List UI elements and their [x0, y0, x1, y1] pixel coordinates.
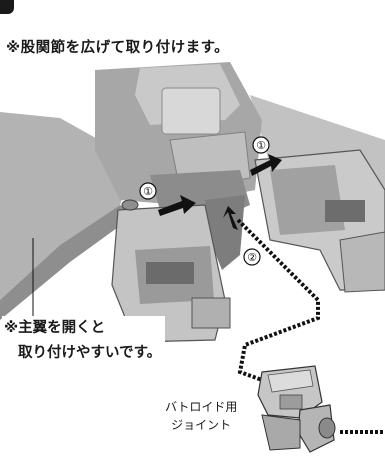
step1-left-circle — [139, 182, 157, 200]
step1-right-arrow — [250, 154, 282, 176]
corner-tab — [0, 0, 14, 14]
joint-label-line1: バトロイド用 — [165, 400, 238, 414]
left-wing-edge — [0, 205, 135, 320]
joint-label: バトロイド用 ジョイント — [165, 398, 237, 434]
step2-arrow — [223, 206, 238, 230]
step2-circle — [243, 248, 261, 266]
step2-number: ② — [247, 251, 257, 264]
step1-left-arrow — [158, 195, 196, 216]
left-leg-slot — [146, 262, 194, 284]
right-leg-foot — [339, 231, 385, 293]
right-leg-slot — [325, 200, 365, 222]
connector-line — [236, 218, 320, 382]
joint-label-line2: ジョイント — [171, 418, 232, 432]
left-leg-foot — [191, 297, 231, 329]
step1-left-number: ① — [143, 185, 153, 198]
instruction-heading: ※股関節を広げて取り付けます。 — [6, 40, 230, 56]
wing-note-line1: ※主翼を開くと — [4, 320, 106, 336]
step1-right-number: ① — [256, 139, 266, 152]
wing-note: ※主翼を開くと 取り付けやすいです。 — [2, 316, 166, 368]
step1-right-circle — [252, 136, 270, 154]
battroid-joint — [257, 365, 336, 453]
hip-peg — [121, 199, 139, 211]
hatch-panel — [161, 87, 221, 135]
wing-note-line2: 取り付けやすいです。 — [18, 345, 162, 361]
